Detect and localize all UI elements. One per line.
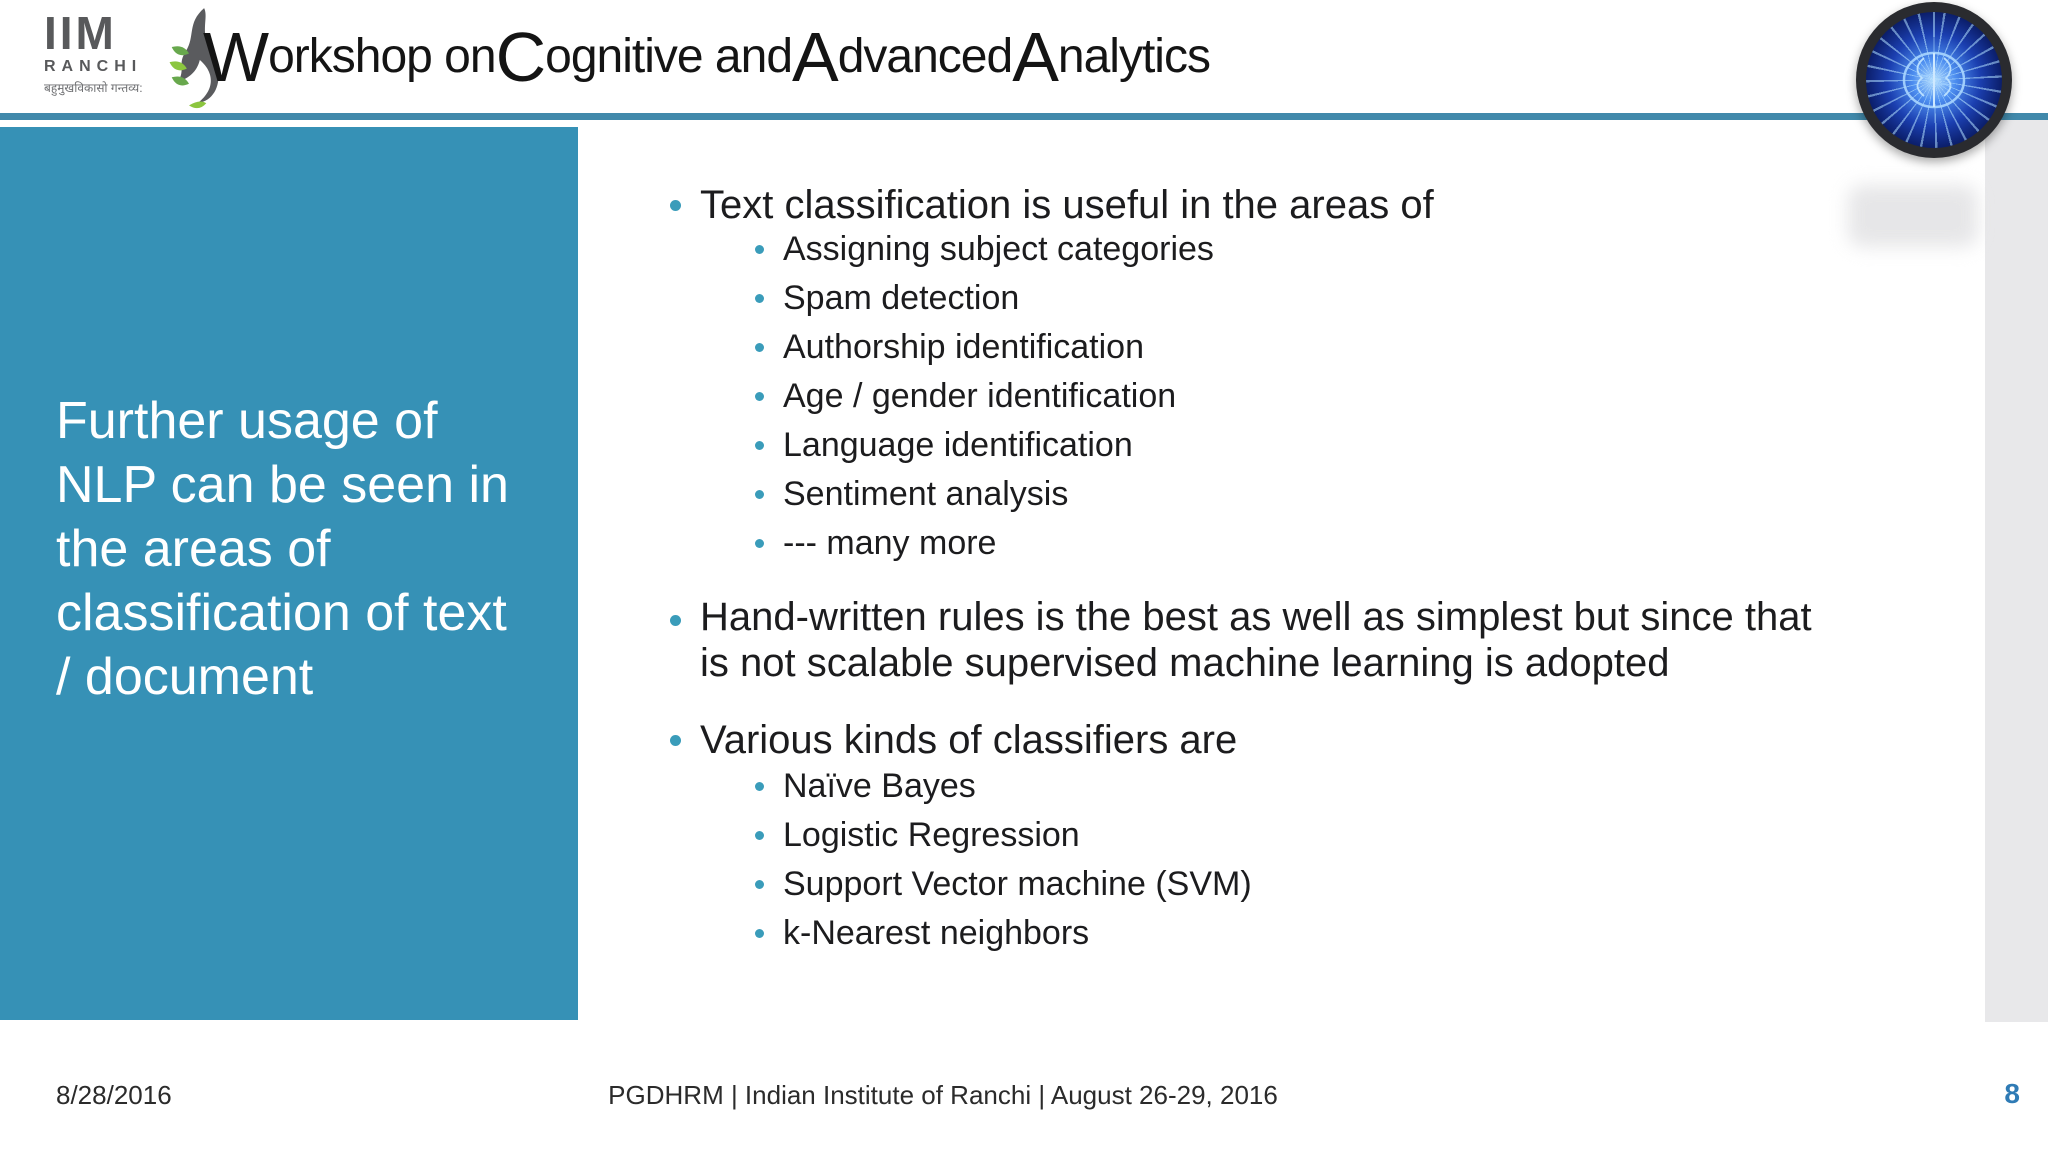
brain-logo — [1856, 2, 2012, 158]
title-part: ognitive and — [545, 30, 793, 83]
title-part: orkshop on — [268, 30, 496, 83]
bird-icon — [169, 8, 219, 109]
iim-ranchi-logo: IIM RANCHI बहुमुखविकासो गन्तव्य: — [44, 7, 259, 110]
header-divider-line — [0, 113, 2048, 120]
list-item: Authorship identification — [660, 323, 1910, 372]
title-part: A — [792, 17, 839, 96]
list-item: Sentiment analysis — [660, 470, 1910, 519]
list-item: k-Nearest neighbors — [660, 909, 1910, 958]
title-part: nalytics — [1057, 30, 1211, 83]
footer-course-info: PGDHRM | Indian Institute of Ranchi | Au… — [608, 1080, 1278, 1110]
classifier-kinds-list: Naïve Bayes Logistic Regression Support … — [660, 762, 1910, 958]
logo-city: RANCHI — [44, 58, 143, 75]
bullet-hand-written-rules: Hand-written rules is the best as well a… — [660, 594, 1840, 686]
title-part: dvanced — [837, 30, 1013, 83]
brain-icon — [1902, 51, 1966, 109]
sidebar-panel: Further usage of NLP can be seen in the … — [0, 127, 578, 1020]
list-item: Age / gender identification — [660, 372, 1910, 421]
right-gray-strip — [1985, 120, 2048, 1022]
title-part: A — [1012, 17, 1059, 96]
list-item: Spam detection — [660, 274, 1910, 323]
logo-acronym: IIM — [44, 7, 117, 59]
bullet-text-classification: Text classification is useful in the are… — [660, 179, 1840, 231]
title-part: W — [203, 17, 269, 96]
page-number: 8 — [2004, 1078, 2020, 1109]
list-item: Assigning subject categories — [660, 225, 1910, 274]
sidebar-heading: Further usage of NLP can be seen in the … — [56, 392, 509, 706]
blurred-watermark — [1848, 185, 1978, 247]
list-item: Naïve Bayes — [660, 762, 1910, 811]
list-item: Support Vector machine (SVM) — [660, 860, 1910, 909]
list-item: Language identification — [660, 421, 1910, 470]
list-item: Logistic Regression — [660, 811, 1910, 860]
footer-date: 8/28/2016 — [56, 1080, 172, 1110]
list-item: --- many more — [660, 519, 1910, 568]
bullet-various-classifiers: Various kinds of classifiers are — [660, 714, 1840, 766]
text-classification-uses-list: Assigning subject categories Spam detect… — [660, 225, 1910, 568]
logo-tagline: बहुमुखविकासो गन्तव्य: — [44, 81, 143, 95]
slide-body: Text classification is useful in the are… — [660, 179, 1910, 958]
title-part: C — [495, 17, 547, 96]
brain-logo-glow — [1866, 12, 2002, 148]
